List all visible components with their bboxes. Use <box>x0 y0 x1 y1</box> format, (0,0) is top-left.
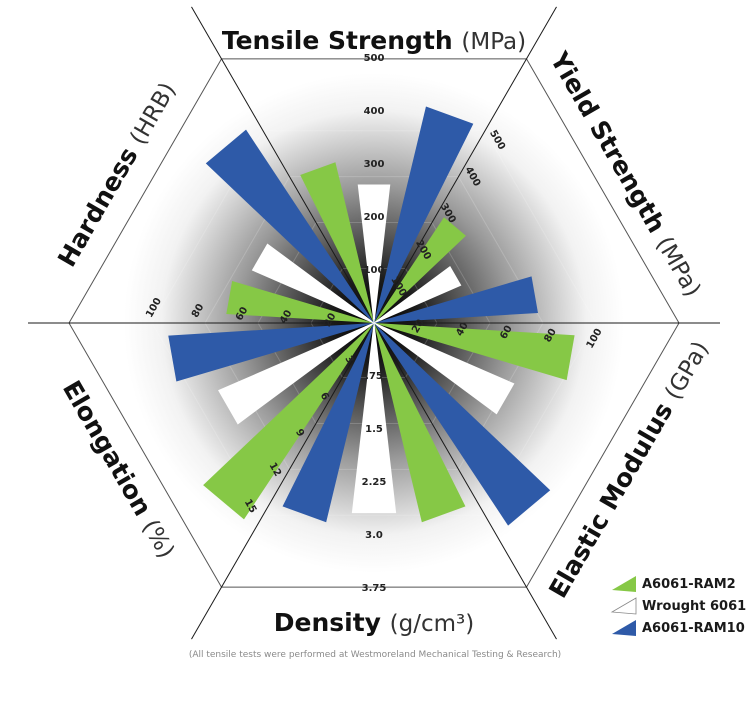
bar-modulus-0 <box>374 323 575 381</box>
bar-elongation-2 <box>168 323 374 382</box>
axis-title-unit: (MPa) <box>461 29 526 55</box>
bar-density-0 <box>374 323 466 523</box>
bar-density-1 <box>351 322 397 514</box>
legend-label-1: Wrought 6061 <box>642 599 746 614</box>
bar-modulus-1 <box>373 322 515 415</box>
axis-title-tensile: Tensile Strength (MPa) <box>222 26 526 55</box>
tick-label-tensile: 500 <box>364 53 385 64</box>
tick-label-tensile: 100 <box>364 265 385 276</box>
legend-swatch-0 <box>612 576 636 592</box>
bar-tensile-2 <box>374 106 474 324</box>
axis-title-name: Tensile Strength <box>222 26 462 55</box>
legend-swatch-2 <box>612 620 636 636</box>
tick-label-density: 3.0 <box>365 530 383 541</box>
footnote: (All tensile tests were performed at Wes… <box>188 650 562 660</box>
tick-label-elongation: 3 <box>342 354 355 366</box>
tick-label-elongation: 6 <box>318 391 331 403</box>
tick-label-density: 3.75 <box>362 583 387 594</box>
tick-label-tensile: 200 <box>364 212 385 223</box>
bar-modulus-2 <box>374 323 551 526</box>
axis-title-unit: (g/cm³) <box>390 611 475 637</box>
bar-hardness-0 <box>226 280 374 323</box>
chart-bars <box>168 106 575 526</box>
tick-label-elongation: 9 <box>293 427 306 439</box>
spoke-line <box>373 6 557 324</box>
bar-hardness-1 <box>251 243 375 324</box>
bar-yield-0 <box>374 217 466 323</box>
bar-density-2 <box>282 323 374 523</box>
spoke-line <box>373 322 557 640</box>
bar-yield-2 <box>374 276 538 323</box>
chart-grid <box>28 6 720 640</box>
axis-title-name: Density <box>274 608 390 637</box>
bar-tensile-0 <box>300 162 374 323</box>
legend-label-0: A6061-RAM2 <box>642 577 736 592</box>
bar-elongation-1 <box>218 322 375 425</box>
spoke-line <box>191 6 375 324</box>
bar-hardness-2 <box>205 129 374 323</box>
legend-label-2: A6061-RAM10 <box>642 621 745 636</box>
bar-tensile-1 <box>357 184 391 324</box>
tick-label-density: .75 <box>365 371 383 382</box>
tick-label-density: 1.5 <box>365 424 383 435</box>
axis-title-unit: (HRB) <box>125 78 181 149</box>
tick-label-tensile: 400 <box>364 106 385 117</box>
tick-label-density: 2.25 <box>362 477 387 488</box>
axis-title-density: Density (g/cm³) <box>274 608 474 637</box>
tick-label-tensile: 300 <box>364 159 385 170</box>
axis-title-unit: (GPa) <box>660 337 714 404</box>
bar-yield-1 <box>373 266 462 324</box>
spoke-line <box>191 322 375 640</box>
legend-swatch-1 <box>610 597 637 615</box>
bar-elongation-0 <box>203 323 374 520</box>
